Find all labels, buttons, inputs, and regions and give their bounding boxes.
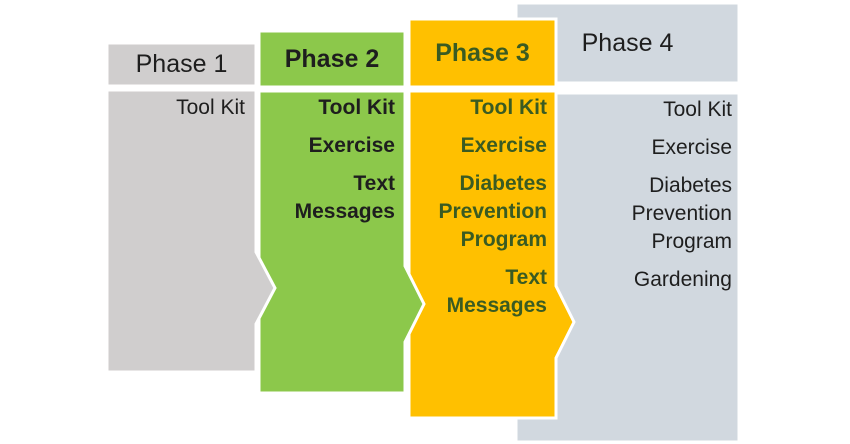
phase4-item-list: Tool Kit Exercise Diabetes Prevention Pr…	[589, 93, 739, 304]
list-item: Exercise	[460, 134, 547, 157]
list-item: Text Messages	[446, 266, 547, 317]
phase2-title: Phase 2	[284, 44, 380, 73]
list-item: Gardening	[633, 268, 732, 291]
phase1-body-chevron-shape	[105, 88, 277, 374]
phase3-header-shape	[407, 17, 558, 89]
list-item: Text Messages	[294, 172, 395, 223]
list-item: Diabetes Prevention Program	[438, 172, 547, 251]
phase1-item-list: Tool Kit	[107, 90, 256, 132]
phase1-header-shape	[105, 41, 258, 88]
phase3-title: Phase 3	[435, 38, 530, 67]
list-item: Exercise	[308, 134, 395, 157]
list-item: Exercise	[651, 136, 732, 159]
list-item: Tool Kit	[176, 96, 245, 119]
list-item: Diabetes Prevention Program	[631, 174, 732, 253]
phase1-title: Phase 1	[135, 50, 228, 78]
list-item: Tool Kit	[470, 96, 547, 119]
list-item: Tool Kit	[318, 96, 395, 119]
phase3-item-list: Tool Kit Exercise Diabetes Prevention Pr…	[409, 91, 556, 330]
phase2-item-list: Tool Kit Exercise Text Messages	[259, 91, 405, 236]
phase2-body-chevron-shape	[257, 89, 426, 395]
phase4-title: Phase 4	[581, 28, 674, 57]
phase3-body-chevron-shape	[407, 89, 576, 420]
list-item: Tool Kit	[663, 98, 732, 121]
phase2-header-shape	[257, 29, 407, 89]
